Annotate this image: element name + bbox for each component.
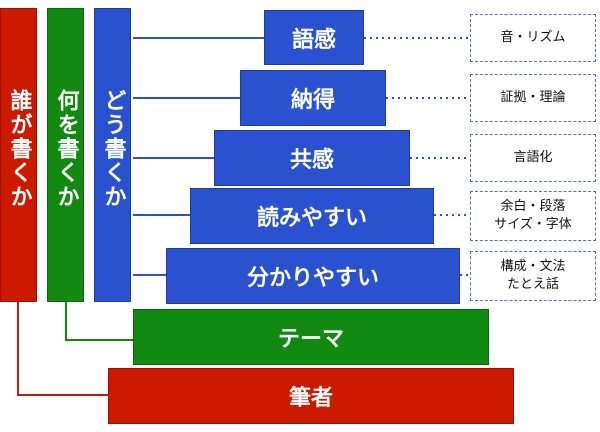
note-text: 構成・文法 [500, 259, 566, 274]
author-bar: 筆者 [108, 368, 514, 424]
tier-wakariyasui: 分かりやすい [166, 248, 460, 304]
note-kyokan: 言語化 [470, 134, 596, 182]
column-who: 誰が書くか [0, 8, 37, 302]
column-what: 何を書くか [47, 8, 84, 302]
note-text: たとえ話 [506, 277, 559, 292]
tier-nattoku: 納得 [240, 70, 386, 126]
note-nattoku: 証拠・理論 [470, 74, 596, 122]
note-text: 余白・段落 [500, 199, 566, 214]
how-connectors [133, 37, 264, 276]
note-yomiyasui: 余白・段落 サイズ・字体 [470, 191, 596, 241]
note-text: 証拠・理論 [500, 90, 566, 105]
tier-yomiyasui: 読みやすい [190, 188, 434, 244]
note-gokan: 音・リズム [470, 14, 596, 62]
theme-connector [65, 302, 133, 341]
note-wakariyasui: 構成・文法 たとえ話 [470, 251, 596, 301]
theme-bar: テーマ [133, 309, 489, 365]
note-text: 言語化 [513, 150, 553, 165]
note-text: サイズ・字体 [494, 217, 572, 232]
tier-kyokan: 共感 [214, 130, 410, 186]
column-how: どう書くか [94, 8, 131, 302]
note-connectors [364, 37, 470, 276]
author-connector [17, 302, 108, 396]
tier-gokan: 語感 [264, 10, 364, 65]
note-text: 音・リズム [500, 30, 566, 45]
